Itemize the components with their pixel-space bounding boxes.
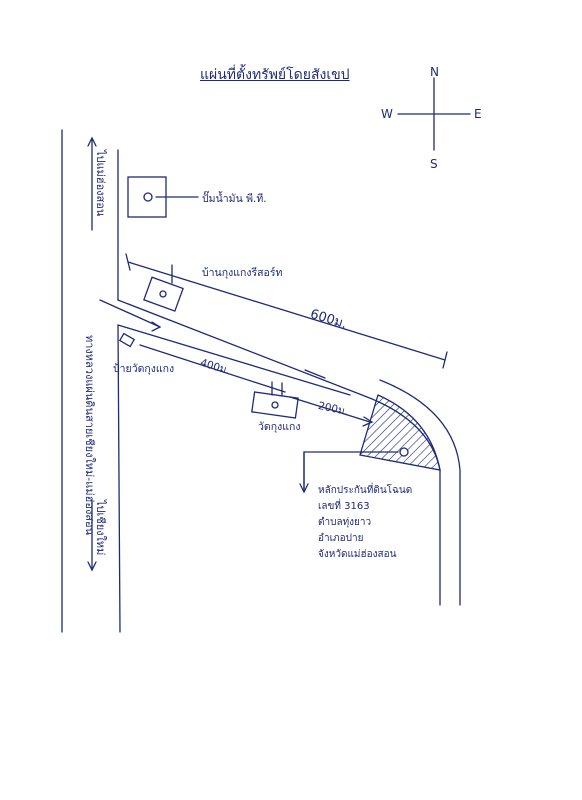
highway-name: ทางหลวงแผ่นดินสายเชียงใหม่-แม่ฮ่องสอน bbox=[83, 335, 96, 536]
temple-marker bbox=[271, 401, 279, 409]
dim-400 bbox=[139, 344, 286, 393]
gas-station-marker bbox=[143, 192, 153, 202]
gas-station-label: ปั๊มน้ำมัน พี.ที. bbox=[202, 193, 267, 205]
resort-marker bbox=[159, 290, 167, 298]
dim-600-tick-b bbox=[442, 351, 448, 369]
collateral-parcel bbox=[359, 394, 441, 471]
deed-line-4: อำเภอปาย bbox=[318, 533, 364, 544]
arrow-to-maehongson-head bbox=[87, 136, 97, 147]
deed-line-3: ตำบลทุ่งยาว bbox=[318, 517, 372, 528]
temple-sign-box bbox=[118, 332, 136, 348]
deed-line-5: จังหวัดแม่ฮ่องสอน bbox=[318, 549, 397, 560]
resort-label: บ้านกุงแกงรีสอร์ท bbox=[202, 267, 283, 279]
arrow-to-chiangmai-head bbox=[87, 561, 97, 572]
road-center-arrow-2 bbox=[304, 369, 326, 379]
compass-west: W bbox=[381, 107, 393, 121]
dim-200 bbox=[289, 396, 371, 423]
compass-south: S bbox=[430, 157, 438, 171]
dim-600-tick-a bbox=[125, 253, 131, 271]
resort-box bbox=[143, 276, 184, 312]
dim-600 bbox=[127, 261, 446, 361]
road-label-maehongson: ไปแม่ฮ่องสอน bbox=[94, 150, 107, 217]
deed-line-2: เลขที่ 3163 bbox=[318, 501, 370, 512]
temple-sign-label: ป้ายวัดกุงแกง bbox=[113, 363, 175, 375]
temple-label: วัดกุงแกง bbox=[258, 421, 301, 433]
road-edge-inner-bend bbox=[117, 324, 351, 396]
parcel-marker bbox=[399, 447, 409, 457]
parcel-pointer-head bbox=[299, 483, 309, 494]
compass-east: E bbox=[474, 107, 482, 121]
temple-box bbox=[251, 391, 299, 419]
road-outer-curve bbox=[379, 379, 461, 606]
deed-line-1: หลักประกันที่ดินโฉนด bbox=[318, 485, 413, 496]
road-edge-bottom-bend bbox=[117, 324, 121, 633]
map-title: แผ่นที่ตั้งทรัพย์โดยสังเขป bbox=[200, 67, 350, 83]
road-center-arrow-head bbox=[151, 321, 162, 332]
compass-north: N bbox=[430, 65, 439, 79]
road-center-arrow bbox=[99, 299, 161, 328]
